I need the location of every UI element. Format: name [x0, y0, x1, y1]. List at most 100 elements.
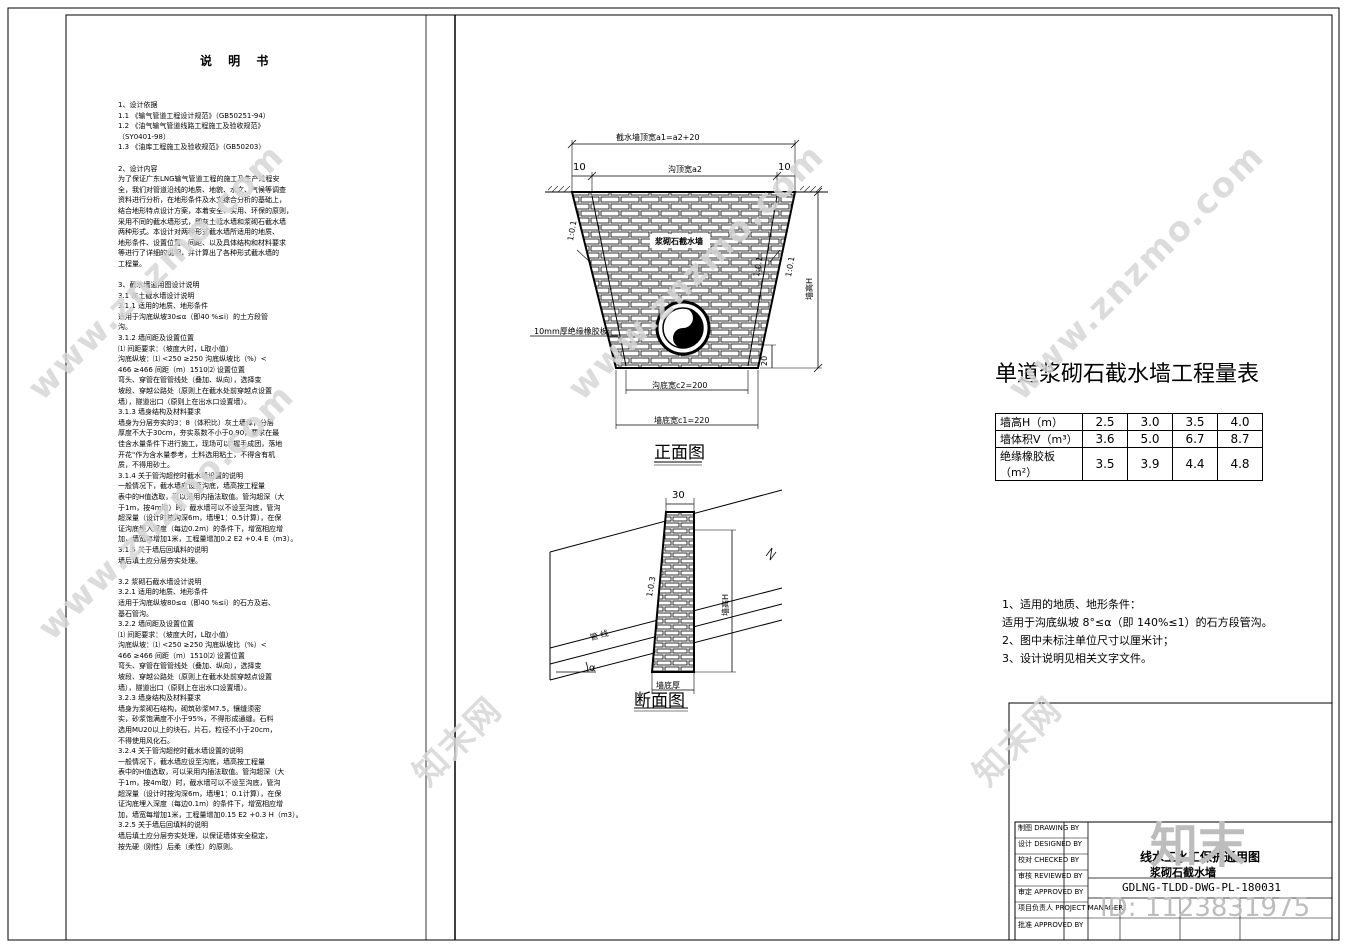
- watermark-id: ID: 1123831975: [1100, 893, 1311, 923]
- section-height-label: 墙高H: [721, 593, 730, 616]
- note-line: 墙身为浆砌石结构，砌筑砂浆M7.5，镶缝须密: [118, 704, 262, 713]
- wall-height-label: 墙高H: [805, 277, 814, 300]
- right-margin-label: 10: [778, 162, 791, 173]
- note-line: 3.2.2 墙间距及设置位置: [118, 620, 195, 629]
- note-line: 不得使用风化石。: [118, 736, 174, 745]
- role-reviewed: 审核 REVIEWED BY: [1018, 872, 1083, 880]
- quantity-table: 墙高H（m） 2.5 3.0 3.5 4.0 墙体积V（m³） 3.6 5.0 …: [995, 413, 1263, 481]
- note-line: 3.1 灰土截水墙设计说明: [118, 291, 195, 300]
- applic-line: 3、设计说明见相关文字文件。: [1002, 652, 1152, 665]
- cell: 2.5: [1082, 413, 1128, 431]
- applicability-notes: 1、适用的地质、地形条件： 适用于沟底纵坡 8°≤α（即 140%≤1）的石方段…: [1002, 596, 1273, 668]
- note-line: 墙后填土应分层夯实处理。: [118, 556, 202, 565]
- note-line: 弯头、穿管在管管线处（叠加、纵向），选择变: [118, 662, 262, 671]
- front-view: [530, 139, 828, 466]
- note-line: 3.2.5 关于墙后回填料的说明: [118, 821, 209, 830]
- note-line: 证沟底埋入深度（每边0.1m）的条件下，增宽相应增: [118, 800, 283, 809]
- table-row: 墙体积V（m³） 3.6 5.0 6.7 8.7: [995, 430, 1263, 448]
- section-top-dim: 30: [672, 490, 685, 501]
- angle-label: α: [589, 663, 596, 674]
- note-line: 结合地形特点设计方案，本着安全、实用、环保的原则，: [118, 206, 293, 215]
- note-line: 3、截水墙通用图设计说明: [118, 281, 200, 290]
- note-line: 实，砂浆饱满度不小于95%，不得形成通缝。石料: [118, 715, 274, 724]
- note-line: 墙），隧道出口（原则上在出水口设置墙）。: [118, 683, 251, 692]
- note-line: 墙），隧道出口（原则上在出水口设置墙）。: [118, 397, 251, 406]
- cell: 8.7: [1217, 430, 1263, 448]
- note-line: 1、设计依据: [118, 101, 158, 109]
- cell: 3.5: [1172, 413, 1218, 431]
- note-line: 地形条件、设置位置、间距、以及具体结构和材料要求: [118, 238, 286, 247]
- cell: 3.0: [1127, 413, 1173, 431]
- title-block-frame: [1008, 702, 1333, 941]
- row-label: 墙体积V（m³）: [995, 430, 1083, 448]
- note-line: 于1m，按4m取）时，截水墙可以不设至沟底，管沟: [118, 503, 281, 512]
- table-row: 墙高H（m） 2.5 3.0 3.5 4.0: [995, 413, 1263, 431]
- note-line: 沟。: [118, 323, 132, 332]
- role-project-manager: 项目负责人 PROJECT MANAGER: [1018, 904, 1124, 912]
- note-line: 一般情况下，截水墙应设至沟底，墙高按工程量: [118, 757, 265, 766]
- note-line: 3.1.2 墙间距及设置位置: [118, 334, 195, 343]
- note-line: 1.1 《输气管道工程设计规范》（GB50251-94）: [118, 111, 270, 120]
- project-line-2: 浆砌石截水墙: [1150, 866, 1216, 879]
- note-line: 证沟底埋入深度（每边0.2m）的条件下，增宽相应增: [118, 524, 283, 533]
- row-label: 绝缘橡胶板（m²）: [995, 447, 1083, 481]
- cell: 4.0: [1217, 413, 1263, 431]
- cell: 3.5: [1082, 447, 1128, 481]
- section-view: [549, 489, 783, 712]
- note-line: 采用不同的截水墙形式，即灰土截水墙和浆砌石截水墙: [118, 217, 286, 226]
- note-line: 超深量（设计时按沟深6m，墙埋1：0.1计算），在保: [118, 789, 282, 798]
- note-line: 墙身为分层夯实的3：8（体积比）灰土墙体，分层: [118, 418, 274, 427]
- role-approved: 审定 APPROVED BY: [1018, 888, 1084, 896]
- note-line: 全，我们对管道沿线的地质、地貌、水文、气候等调查: [118, 185, 286, 194]
- note-line: 按先硬（刚性）后柔（柔性）的原则。: [118, 842, 237, 851]
- note-line: 2、设计内容: [118, 164, 158, 173]
- note-line: 3.1.1 适用的地质、地形条件: [118, 302, 209, 311]
- trench-top-label: 沟顶宽a2: [668, 165, 702, 174]
- drawing-number: GDLNG-TLDD-DWG-PL-180031: [1122, 881, 1281, 894]
- role-drawing: 制图 DRAWING BY: [1018, 824, 1080, 832]
- note-line: 加，墙宽每增加1米，工程量增加0.2 E2 +0.4 E（m3）。: [118, 535, 298, 544]
- cell: 4.8: [1217, 447, 1263, 481]
- role-checked: 校对 CHECKED BY: [1018, 856, 1080, 864]
- wall-name-label: 浆砌石截水墙: [655, 237, 703, 246]
- note-line: 适用于沟底纵坡30≤α（即40 %≤i）的土方段管: [118, 312, 268, 321]
- note-line: 沟底纵坡：⑴ <250 ≥250 沟底纵坡比（%）<: [118, 355, 267, 364]
- note-line: 3.2.1 适用的地质、地形条件: [118, 588, 209, 597]
- note-line: [118, 566, 378, 577]
- note-line: 坡段、穿越公路处（原则上在截水处前穿越点设置: [118, 673, 272, 682]
- project-line-1: 线水工水工保护通用图: [1140, 850, 1261, 864]
- front-view-title: 正面图: [654, 443, 705, 463]
- note-line: 表中的H值选取，可以采用内插法取值。管沟超深（大: [118, 492, 285, 501]
- note-line: 坡段、穿越公路处（原则上在截水处前穿越点设置: [118, 387, 272, 396]
- note-line: 3.1.3 墙身结构及材料要求: [118, 408, 202, 417]
- note-line: 3.2.3 墙身结构及材料要求: [118, 694, 202, 703]
- note-line: 超深量（设计时按沟深6m，墙埋1：0.5计算），在保: [118, 514, 282, 523]
- wall-bottom-label: 墙底宽c1=220: [654, 416, 710, 425]
- rubber-sheet-label: 10mm厚绝缘橡胶板: [534, 327, 608, 336]
- note-line: （SY0401-98）: [118, 132, 170, 141]
- note-line: 为了保证广东LNG输气管道工程的施工及生产过程安: [118, 175, 280, 184]
- note-line: 两种形式。本设计对两种形式截水墙所适用的地质、: [118, 228, 279, 237]
- quantity-table-title: 单道浆砌石截水墙工程量表: [995, 362, 1260, 387]
- top-width-label: 截水墙顶宽a1=a2+20: [616, 133, 700, 142]
- note-line: 弯头、穿管在管管线处（叠加、纵向），选择变: [118, 376, 262, 385]
- note-line: 墙后填土应分层夯实处理，以保证墙体安全稳定，: [118, 831, 272, 840]
- note-line: 适用于沟底纵坡80≤α（即40 %≤i）的石方及岩、: [118, 598, 275, 607]
- note-line: 1.2 《油气输气管道线路工程施工及验收规范》: [118, 122, 265, 131]
- note-line: 开花"作为含水量参考，土料选用粘土，不得含有机: [118, 450, 276, 459]
- trench-bottom-label: 沟底宽c2=200: [652, 381, 708, 390]
- cell: 3.6: [1082, 430, 1128, 448]
- note-line: 3.1.5 关于墙后回填料的说明: [118, 545, 209, 554]
- watermark-brand: 知末: [1150, 818, 1247, 874]
- note-line: 资料进行分析，在地形条件及水文综合分析的基础上，: [118, 196, 286, 205]
- note-line: 3.2.4 关于管沟超挖时截水墙设置的说明: [118, 747, 244, 756]
- note-line: 1.3 《油库工程施工及验收规范》（GB50203）: [118, 143, 266, 152]
- note-line: 工程量。: [118, 259, 146, 268]
- left-margin-label: 10: [573, 162, 586, 173]
- applic-line: 适用于沟底纵坡 8°≤α（即 140%≤1）的石方段管沟。: [1002, 616, 1273, 629]
- cell: 3.9: [1127, 447, 1173, 481]
- table-row: 绝缘橡胶板（m²） 3.5 3.9 4.4 4.8: [995, 447, 1263, 481]
- cell: 6.7: [1172, 430, 1218, 448]
